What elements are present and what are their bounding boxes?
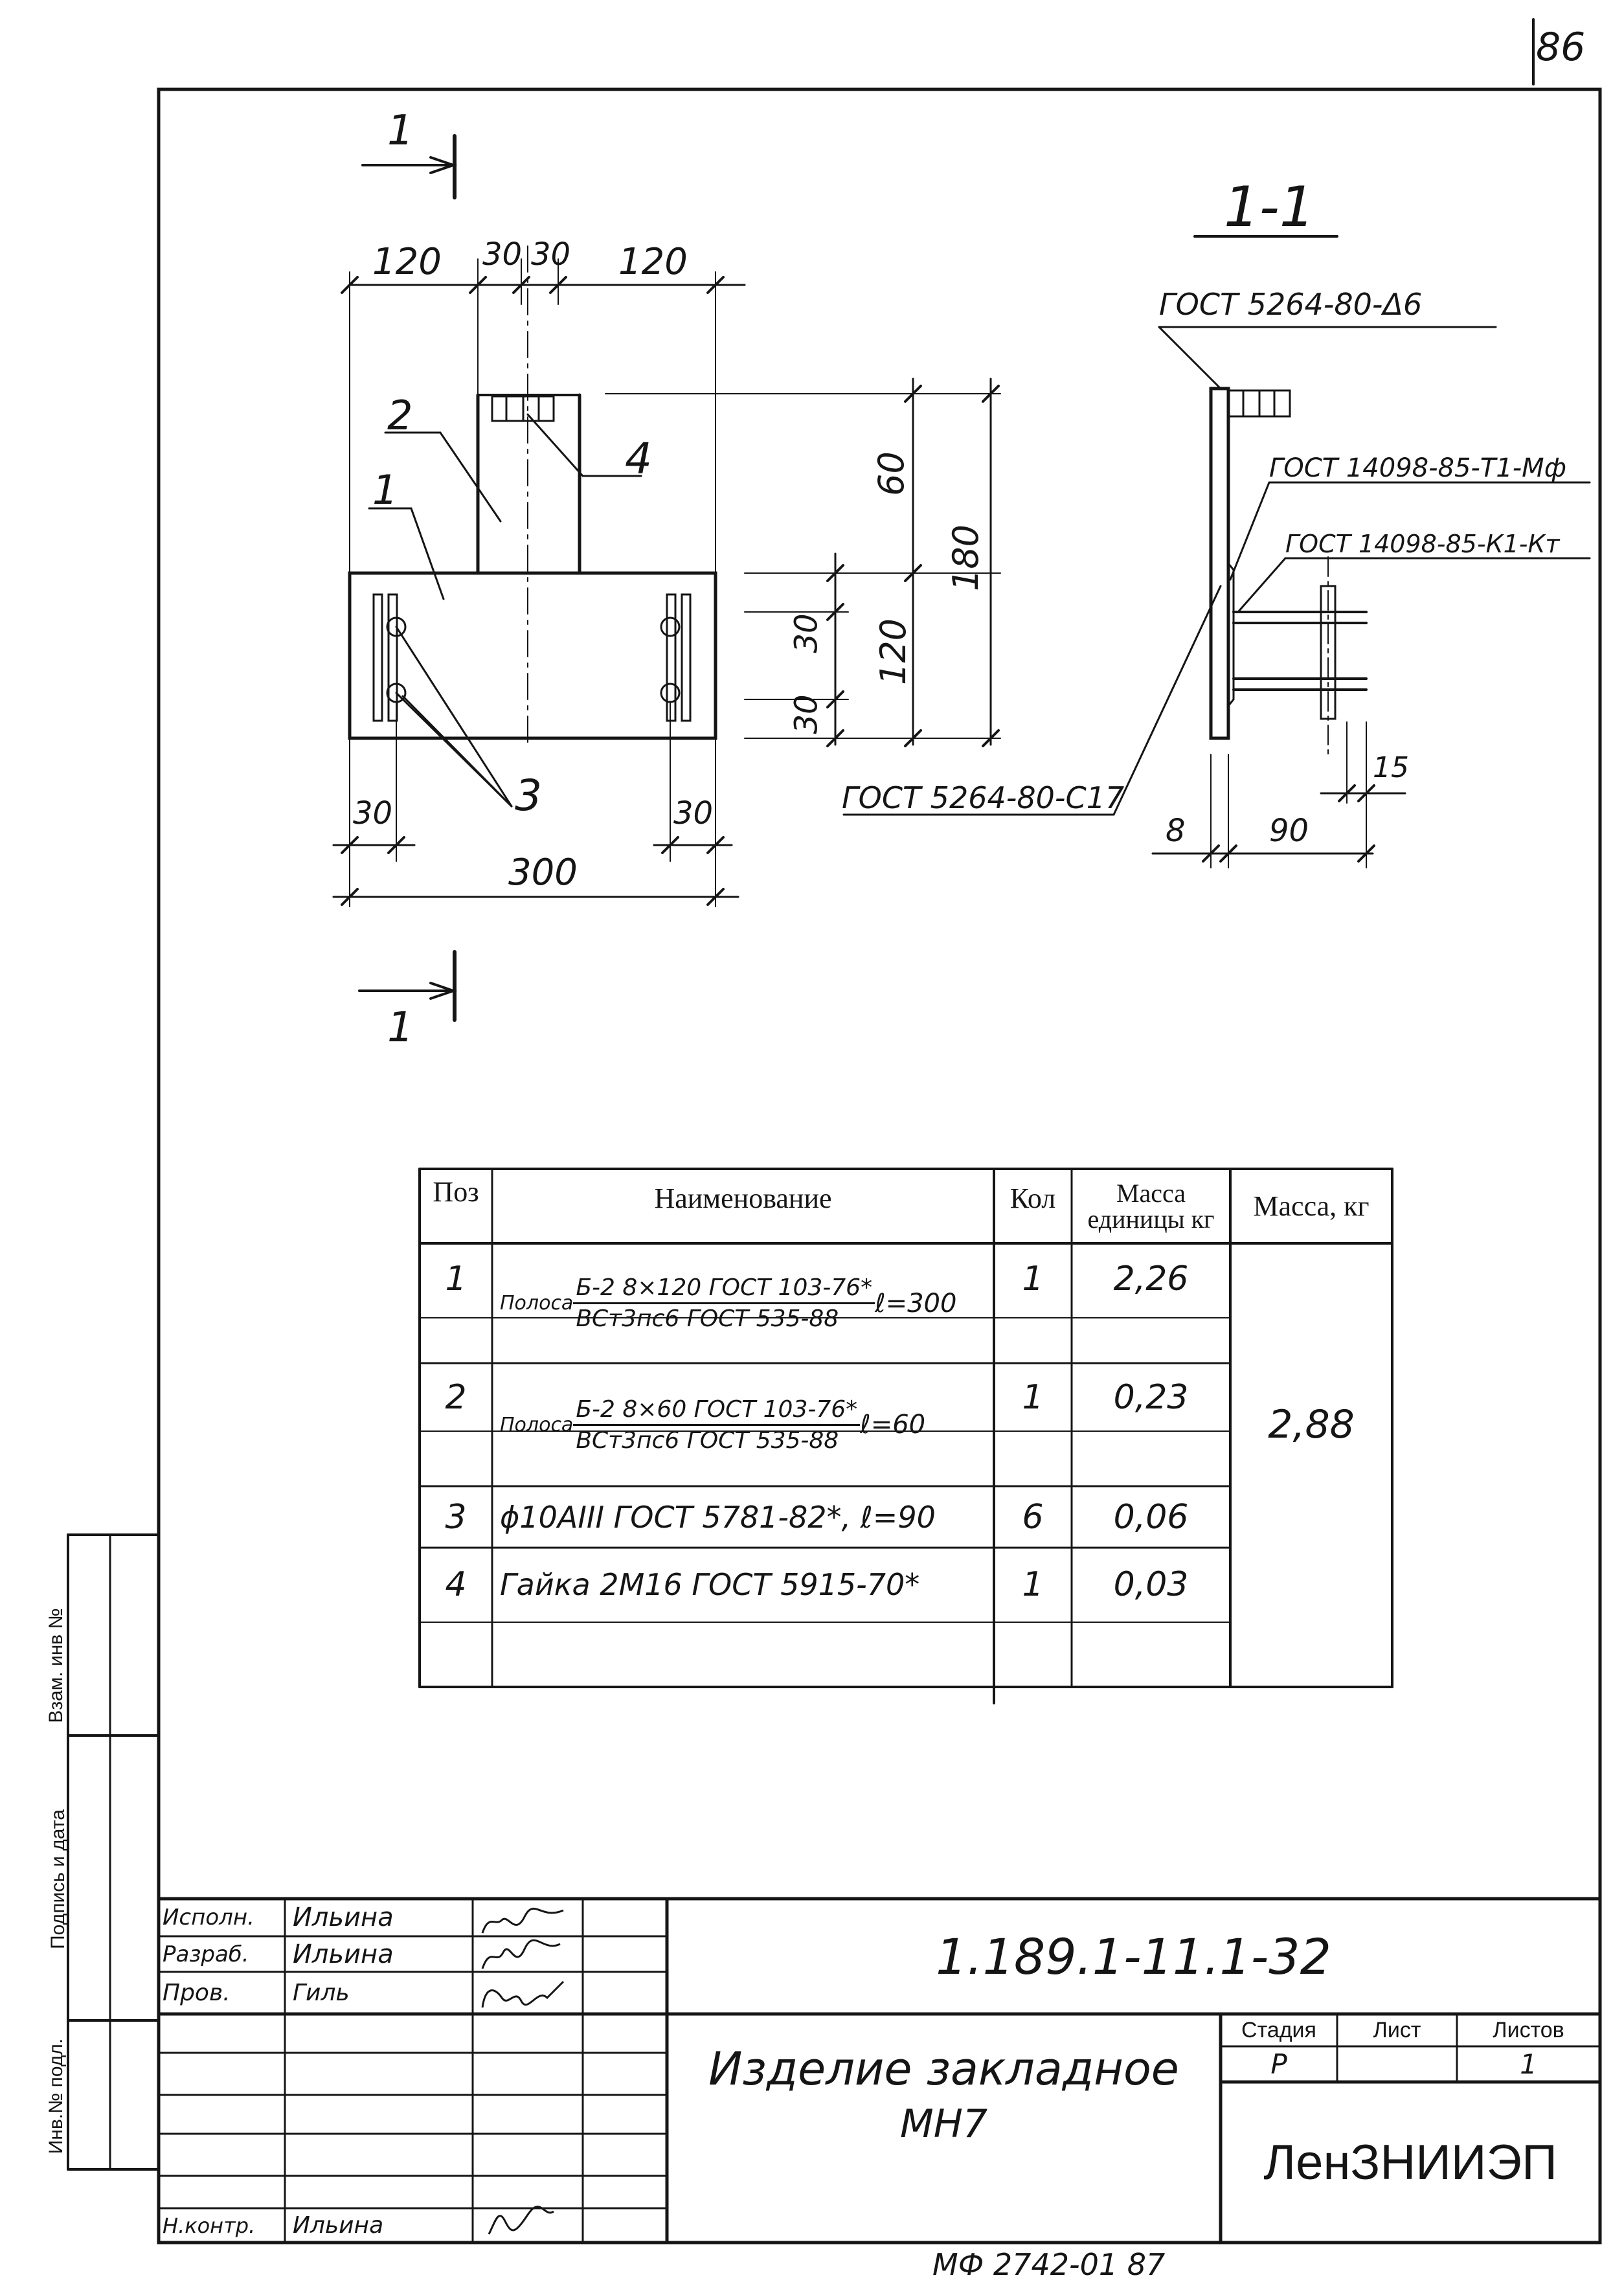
dim-bottom-30-left: 30	[353, 795, 393, 831]
row-name-length: ℓ=300	[875, 1288, 957, 1318]
row-name-denominator: ВСт3пс6 ГОСТ 535-88	[576, 1306, 839, 1332]
dim-right-180: 180	[945, 524, 987, 592]
dim-bottom-30-right: 30	[673, 795, 714, 831]
dim-section-15: 15	[1373, 751, 1409, 784]
page-number: 86	[1536, 25, 1586, 70]
position-4: 4	[625, 434, 652, 484]
dim-right-60: 60	[870, 451, 912, 496]
section-mark-top: 1	[387, 107, 414, 155]
weld-label-t1: ГОСТ 14098-85-Т1-Мф	[1269, 453, 1566, 483]
name-developer: Ильина	[293, 1939, 394, 1969]
row-pos: 2	[445, 1377, 467, 1417]
section-title: 1-1	[1224, 175, 1315, 240]
stage-value: Р	[1270, 2048, 1287, 2080]
row-name: Полоса Б-2 8×120 ГОСТ 103-76* ВСт3пс6 ГО…	[492, 1247, 994, 1360]
row-unit-mass: 0,23	[1113, 1377, 1189, 1417]
stamp-sign-date: Подпись и дата	[47, 1809, 69, 1949]
row-unit-mass: 0,06	[1113, 1497, 1189, 1537]
signature-3	[481, 1980, 565, 2008]
dim-top-30-right: 30	[531, 236, 571, 273]
dim-bottom-300: 300	[508, 852, 578, 894]
stamp-inv-orig: Инв.№ подл.	[45, 2038, 67, 2154]
role-checker: Пров.	[163, 1980, 231, 2006]
row-unit-mass: 2,26	[1113, 1260, 1189, 1298]
organization: ЛенЗНИИЭП	[1263, 2134, 1557, 2190]
row-name-prefix: Полоса	[500, 1413, 574, 1436]
weld-label-bottom: ГОСТ 5264-80-С17	[842, 780, 1125, 815]
row-name: Гайка 2М16 ГОСТ 5915-70*	[500, 1567, 920, 1602]
table-header-qty: Кол	[1009, 1182, 1056, 1214]
role-executor: Исполн.	[163, 1905, 254, 1930]
position-1: 1	[372, 466, 398, 514]
row-name-prefix: Полоса	[500, 1292, 574, 1315]
name-executor: Ильина	[293, 1903, 394, 1932]
name-checker: Гиль	[293, 1980, 350, 2006]
row-pos: 3	[445, 1497, 467, 1537]
bottom-code: МФ 2742-01 87	[932, 2247, 1166, 2282]
signature-1	[481, 1908, 564, 1934]
signature-4	[488, 2206, 554, 2235]
table-total-mass: 2,88	[1268, 1402, 1355, 1447]
dim-top-120-right: 120	[618, 241, 688, 283]
sheet-label: Лист	[1373, 2017, 1421, 2042]
row-qty: 1	[1022, 1377, 1044, 1417]
drawing-designation: 1.189.1-11.1-32	[936, 1927, 1331, 1985]
section-mark-bottom: 1	[387, 1004, 414, 1052]
stage-label: Стадия	[1241, 2017, 1316, 2042]
role-norm-control: Н.контр.	[163, 2213, 256, 2238]
table-header-mass: Масса, кг	[1253, 1190, 1370, 1223]
row-name-numerator: Б-2 8×120 ГОСТ 103-76*	[573, 1274, 875, 1304]
dim-right-30-top: 30	[788, 613, 825, 653]
drawing-title-line1: Изделие закладное	[708, 2042, 1179, 2096]
position-2: 2	[387, 392, 413, 439]
weld-label-top: ГОСТ 5264-80-Δ6	[1159, 287, 1423, 322]
row-qty: 6	[1022, 1497, 1044, 1537]
dim-section-8: 8	[1166, 813, 1186, 849]
row-pos: 1	[445, 1260, 467, 1298]
dim-top-120-left: 120	[372, 241, 442, 283]
signature-2	[481, 1939, 561, 1969]
row-qty: 1	[1022, 1565, 1044, 1604]
row-name-length: ℓ=60	[860, 1410, 926, 1440]
weld-label-k1: ГОСТ 14098-85-К1-Кт	[1285, 530, 1560, 558]
row-name-denominator: ВСт3пс6 ГОСТ 535-88	[576, 1427, 839, 1454]
row-qty: 1	[1022, 1260, 1044, 1298]
position-3: 3	[515, 771, 542, 820]
stamp-vzam-inv: Взам. инв №	[45, 1608, 67, 1723]
name-norm-control: Ильина	[293, 2212, 384, 2239]
sheets-label: Листов	[1493, 2017, 1564, 2042]
sheets-value: 1	[1520, 2048, 1537, 2080]
table-header-name: Наименование	[654, 1182, 832, 1214]
dim-right-120: 120	[873, 618, 914, 686]
dim-right-30-bottom: 30	[788, 694, 825, 734]
row-name-numerator: Б-2 8×60 ГОСТ 103-76*	[573, 1396, 861, 1426]
dim-section-90: 90	[1269, 813, 1309, 849]
role-developer: Разраб.	[163, 1941, 249, 1967]
drawing-title-line2: МН7	[899, 2101, 988, 2147]
row-name: Полоса Б-2 8×60 ГОСТ 103-76* ВСт3пс6 ГОС…	[492, 1366, 994, 1483]
dim-top-30-left: 30	[482, 236, 523, 273]
table-header-pos: Поз	[433, 1175, 479, 1208]
row-unit-mass: 0,03	[1113, 1565, 1189, 1604]
table-header-unit-mass: Масса единицы кг	[1087, 1179, 1215, 1234]
row-name: ϕ10АIII ГОСТ 5781-82*, ℓ=90	[500, 1499, 936, 1535]
row-pos: 4	[445, 1565, 467, 1604]
